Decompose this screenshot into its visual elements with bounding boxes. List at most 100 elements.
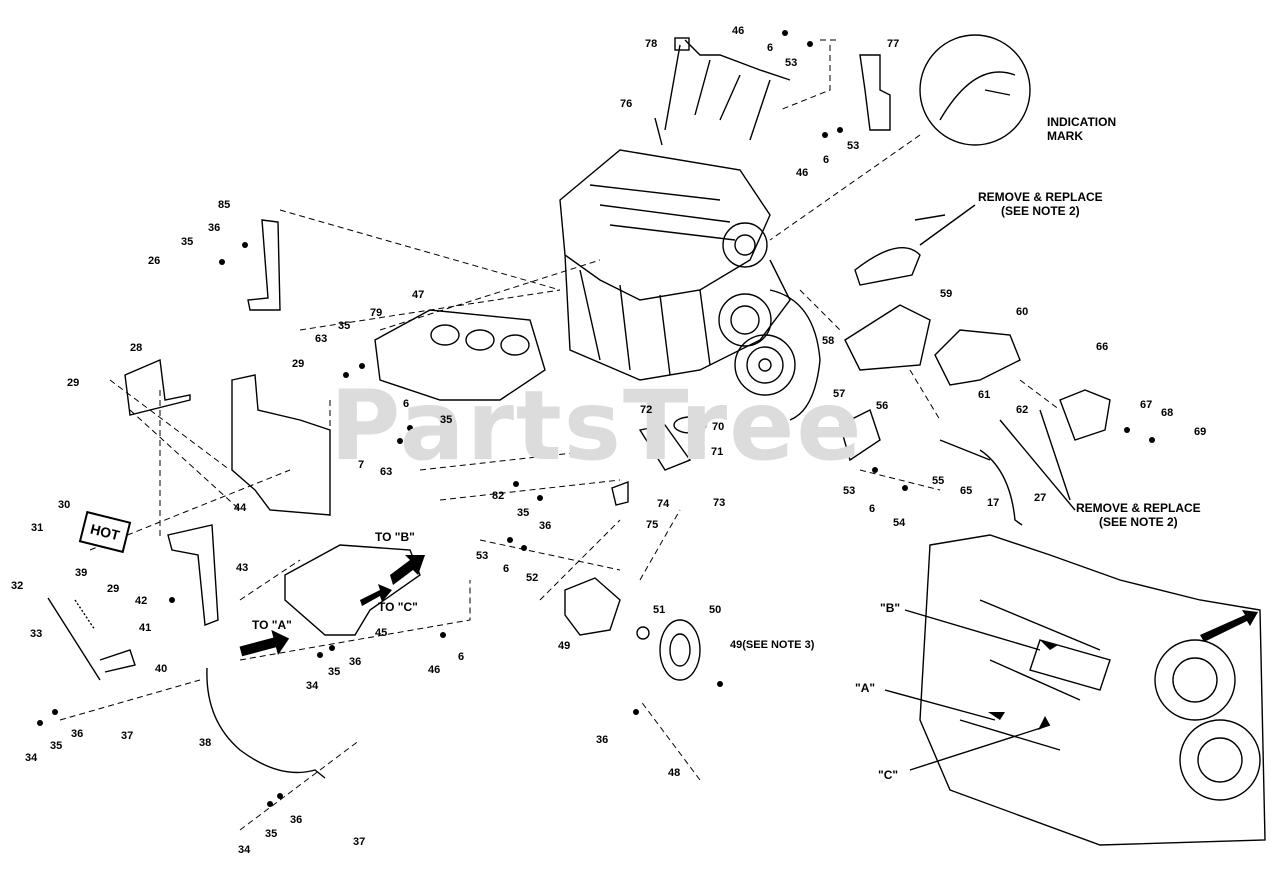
callout: 35 — [517, 507, 530, 519]
callout: 79 — [370, 307, 383, 319]
callout: 36 — [71, 728, 84, 740]
remove-replace-top-note: REMOVE & REPLACE (SEE NOTE 2) — [978, 190, 1103, 218]
engine-block-top — [559, 149, 821, 421]
callout: 55 — [932, 475, 945, 487]
callout: 82 — [492, 490, 505, 502]
bracket-28 — [124, 358, 191, 416]
arrow-to-b — [390, 555, 425, 585]
callout: 62 — [1016, 404, 1029, 416]
callout: 65 — [960, 485, 973, 497]
plug-75 — [611, 480, 629, 506]
callout: 29 — [292, 358, 305, 370]
callout: 37 — [121, 730, 134, 742]
watermark: PartsTree — [330, 370, 864, 482]
callout: 32 — [11, 580, 24, 592]
remove-replace-right-note: REMOVE & REPLACE (SEE NOTE 2) — [1076, 501, 1201, 529]
housing-59 — [844, 304, 931, 371]
callout: 49 — [558, 640, 571, 652]
callout: 35 — [265, 828, 278, 840]
hose-17 — [979, 449, 1023, 526]
callout: 68 — [1161, 407, 1174, 419]
heat-shield-44 — [231, 374, 331, 516]
heat-shield-45 — [284, 544, 421, 636]
callout: 35 — [440, 414, 453, 426]
callout: 46 — [796, 167, 809, 179]
callout: 37 — [353, 836, 366, 848]
callout: 67 — [1140, 399, 1153, 411]
callout: 31 — [31, 522, 44, 534]
callout: 39 — [75, 567, 88, 579]
callout: 59 — [940, 288, 953, 300]
elbow-72 — [638, 424, 692, 471]
fasteners — [37, 30, 1155, 807]
dipstick-38 — [206, 667, 326, 779]
callout: 72 — [640, 404, 653, 416]
callout: 36 — [596, 734, 609, 746]
callout: 30 — [58, 499, 71, 511]
callout: 52 — [526, 572, 539, 584]
hose-65 — [939, 439, 991, 461]
housing-60 — [934, 329, 1021, 386]
callout: 35 — [181, 236, 194, 248]
callout: 47 — [412, 289, 425, 301]
callout: 42 — [135, 595, 148, 607]
callout: 53 — [847, 140, 860, 152]
dipstick-tube — [47, 597, 136, 681]
callout: 73 — [713, 497, 726, 509]
callout: 35 — [50, 740, 63, 752]
callout: 34 — [25, 752, 38, 764]
callout: 43 — [236, 562, 249, 574]
callout: 66 — [1096, 341, 1109, 353]
callout: 36 — [349, 656, 362, 668]
callout: 76 — [620, 98, 633, 110]
callout: 50 — [709, 604, 722, 616]
callout: 85 — [218, 199, 231, 211]
ref-b-label: "B" — [880, 601, 901, 615]
to-c-label: TO "C" — [378, 600, 418, 614]
callout: 71 — [711, 446, 724, 458]
callout: 75 — [646, 519, 659, 531]
callout: 57 — [833, 388, 846, 400]
callout: 34 — [238, 844, 251, 856]
callout: 60 — [1016, 306, 1029, 318]
gear-50 — [659, 619, 701, 681]
callout: 46 — [732, 25, 745, 37]
bracket-43 — [167, 524, 219, 626]
callout: 58 — [822, 335, 835, 347]
callout: 27 — [1034, 492, 1047, 504]
callout: 54 — [893, 517, 906, 529]
callout: 6 — [458, 651, 465, 663]
arrow-to-a — [239, 629, 290, 657]
indication-mark-note: INDICATION MARK — [1047, 115, 1117, 143]
callout: 44 — [234, 502, 247, 514]
callout: 29 — [67, 377, 80, 389]
ignition-wires — [654, 37, 791, 146]
ref-a-label: "A" — [855, 681, 876, 695]
callout: 28 — [130, 342, 143, 354]
callout: 33 — [30, 628, 43, 640]
callout: 56 — [876, 400, 889, 412]
callout: 69 — [1194, 426, 1207, 438]
callout: 48 — [668, 767, 681, 779]
to-a-label: TO "A" — [252, 618, 292, 632]
inset-engine — [919, 534, 1266, 846]
callout: 34 — [306, 680, 319, 692]
callout: 46 — [428, 664, 441, 676]
callout: 53 — [843, 485, 856, 497]
callout: 7 — [358, 459, 365, 471]
ref-c-label: "C" — [878, 768, 899, 782]
exhaust-manifold — [374, 309, 546, 401]
timing-detail — [919, 34, 1031, 146]
callout: 17 — [987, 497, 1000, 509]
elbow-56 — [839, 409, 881, 462]
bracket-85 — [247, 219, 281, 311]
callout: 63 — [315, 333, 328, 345]
callout: 6 — [823, 154, 830, 166]
callout: 63 — [380, 466, 393, 478]
callout: 78 — [645, 38, 658, 50]
callout: 36 — [539, 520, 552, 532]
callout: 51 — [653, 604, 666, 616]
callout: 36 — [290, 814, 303, 826]
